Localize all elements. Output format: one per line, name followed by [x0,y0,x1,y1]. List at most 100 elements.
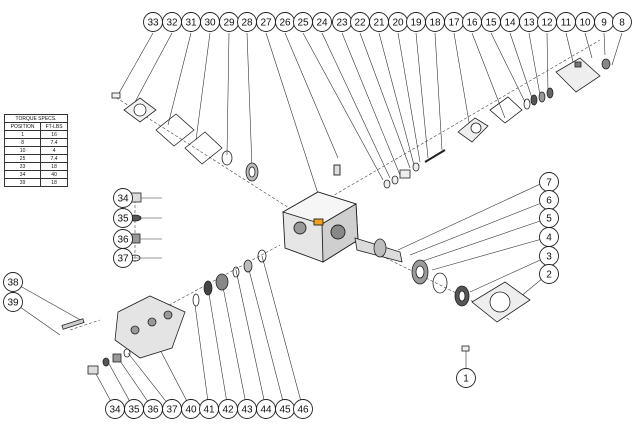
callout-19: 19 [406,12,426,32]
callout-31: 31 [181,12,201,32]
callout-label: 10 [579,18,591,29]
callout-16: 16 [462,12,482,32]
callout-label: 20 [392,18,404,29]
callout-label: 25 [297,18,309,29]
callout-label: 2 [546,270,552,281]
callout-3: 3 [539,246,559,266]
callout-8: 8 [612,12,632,32]
callout-29: 29 [219,12,239,32]
callout-45: 45 [275,399,295,419]
callout-label: 27 [260,18,272,29]
callout-41: 41 [199,399,219,419]
callout-2: 2 [539,264,559,284]
callout-11: 11 [556,12,576,32]
callout-circle [113,188,133,208]
callout-label: 23 [336,18,348,29]
callout-37: 37 [162,399,182,419]
callout-label: 37 [166,405,178,416]
callout-43: 43 [237,399,257,419]
callout-4: 4 [539,227,559,247]
callout-label: 44 [260,405,272,416]
callout-5: 5 [539,208,559,228]
oring-29 [221,150,233,166]
callout-label: 39 [7,298,19,309]
callout-39: 39 [3,292,23,312]
callout-35: 35 [124,399,144,419]
callout-label: 5 [546,214,552,225]
table-cell: 18 [40,178,68,187]
callout-circle [3,272,23,292]
assembly-axes [69,39,601,331]
callout-27: 27 [256,12,276,32]
callout-label: 46 [297,405,309,416]
bolt-39 [61,318,85,330]
torque-header-ftlbs: FT-LBS [40,122,68,131]
callout-label: 36 [147,405,159,416]
callout-circle [113,248,133,268]
table-cell: 8 [3,138,42,147]
callout-40: 40 [181,399,201,419]
oil-sight-highlight [313,218,324,226]
table-cell: 1 [3,130,42,139]
callout-circle [456,368,476,388]
callout-label: 18 [429,18,441,29]
callout-label: 19 [410,18,422,29]
callout-10: 10 [575,12,595,32]
callout-9: 9 [594,12,614,32]
oil-cap-26 [333,164,341,176]
callout-44: 44 [256,399,276,419]
top-left-parts [111,92,259,182]
callout-label: 22 [354,18,366,29]
callout-label: 11 [561,18,572,29]
callout-15: 15 [481,12,501,32]
callout-26: 26 [275,12,295,32]
callout-28: 28 [237,12,257,32]
callout-label: 26 [279,18,291,29]
table-cell: 39 [3,178,42,187]
callout-42: 42 [218,399,238,419]
callout-12: 12 [537,12,557,32]
callout-label: 12 [541,18,553,29]
callout-circle [113,208,133,228]
table-cell: 25 [3,154,42,163]
callout-label: 17 [448,18,460,29]
callout-21: 21 [369,12,389,32]
crankshaft-parts [354,237,531,352]
manifold-40 [61,295,186,359]
callout-label: 40 [185,405,197,416]
table-cell: 7.4 [40,154,68,163]
callout-36: 36 [113,229,133,249]
callout-label: 41 [203,405,215,416]
callout-label: 6 [546,196,552,207]
callout-13: 13 [519,12,539,32]
callout-label: 9 [601,18,607,29]
callout-24: 24 [312,12,332,32]
crankcase-27 [281,164,359,263]
callout-37: 37 [113,248,133,268]
callout-label: 16 [466,18,478,29]
callout-circle [312,12,332,32]
callout-25: 25 [293,12,313,32]
callout-label: 7 [546,178,552,189]
callout-17: 17 [444,12,464,32]
callout-label: 30 [204,18,216,29]
callout-36: 36 [143,399,163,419]
callout-label: 24 [316,18,328,29]
callout-22: 22 [350,12,370,32]
callout-34: 34 [113,188,133,208]
table-cell: 16 [40,130,68,139]
table-cell: 33 [3,162,42,171]
rear-cover-11 [555,57,601,93]
callout-label: 34 [117,194,129,205]
callout-label: 34 [109,405,121,416]
callout-38: 38 [3,272,23,292]
top-right-parts [383,57,611,189]
table-cell: 7.4 [40,138,68,147]
